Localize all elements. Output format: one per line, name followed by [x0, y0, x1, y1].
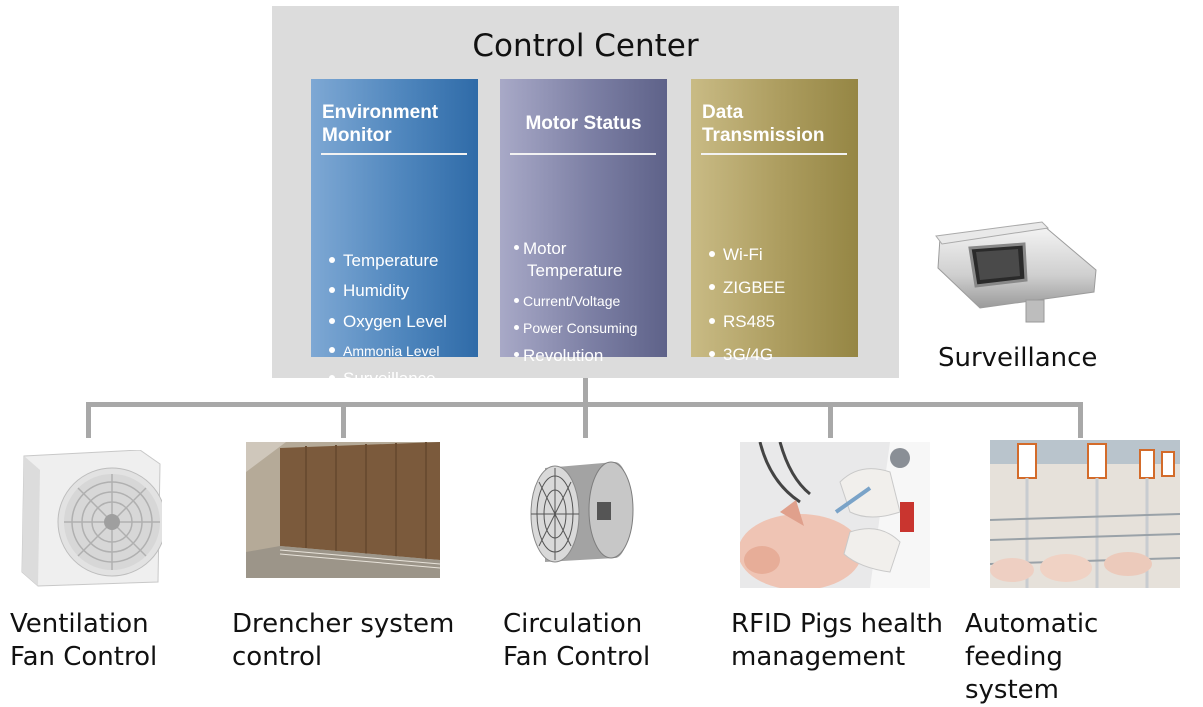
list-item: Temperature [329, 251, 438, 271]
list-item: Current/Voltage [514, 291, 620, 311]
list-item: Ammonia Level [329, 341, 440, 361]
bullet-icon [514, 324, 519, 330]
panel-title-line: Transmission [702, 125, 825, 146]
module-label-line: Circulation [503, 609, 643, 639]
panel-divider [510, 153, 656, 155]
connector-drop [1078, 402, 1083, 438]
list-item-label: Temperature [527, 261, 623, 280]
feeding-system-image [990, 440, 1180, 588]
security-camera-icon [932, 220, 1100, 332]
list-item: Oxygen Level [329, 312, 447, 332]
list-item: Humidity [329, 281, 409, 301]
list-item-label: Satellite [723, 378, 784, 397]
list-item-label: RS485 [723, 312, 775, 331]
connector-trunk [583, 378, 588, 404]
bullet-icon [329, 347, 335, 354]
list-item: Noise [514, 406, 566, 426]
list-item-label: Oxygen Level [343, 312, 447, 331]
list-item-label: Ammonia Level [343, 343, 440, 359]
module-label-line: system [965, 675, 1059, 705]
module-label-line: Fan Control [503, 642, 651, 672]
list-item: Surveillance [329, 369, 436, 389]
bullet-icon [709, 383, 715, 390]
list-item-label: Vibration [523, 376, 590, 395]
pig-vaccination-image [740, 442, 930, 588]
list-item: Power Consuming [514, 318, 637, 338]
bullet-icon [709, 283, 715, 290]
module-label-line: Drencher system [232, 609, 455, 639]
list-item-label: 3G/4G [723, 345, 774, 364]
bullet-icon [709, 250, 715, 257]
bullet-icon [514, 352, 519, 358]
connector-drop [583, 402, 588, 438]
panel-divider [701, 153, 847, 155]
list-item: Vibration [514, 376, 590, 396]
list-item-label: Temperature [343, 251, 439, 270]
list-item-label: Power Consuming [523, 320, 638, 336]
bullet-icon [709, 350, 715, 357]
list-item: Wi-Fi [709, 245, 763, 265]
circulation-fan-image [525, 460, 637, 564]
list-item: Satellite [709, 378, 783, 398]
list-item: Motor [514, 239, 566, 259]
module-label: Ventilation Fan Control [10, 608, 157, 674]
data-transmission-panel: Data Transmission Wi-Fi ZIGBEE RS485 3G/… [691, 79, 858, 397]
module-label: RFID Pigs health management [731, 608, 943, 674]
bullet-icon [329, 286, 335, 293]
control-center-box: Control Center Environment Monitor Tempe… [272, 6, 899, 425]
surveillance-label: Surveillance [938, 343, 1098, 373]
ventilation-fan-image [20, 450, 162, 588]
list-item: Revolution [514, 346, 603, 366]
list-item-label: ZIGBEE [723, 278, 786, 297]
motor-status-panel: Motor Status Motor Temperature Current/V… [500, 79, 667, 425]
bullet-icon [329, 374, 335, 381]
list-item-label: Noise [523, 406, 567, 425]
module-label-line: Automatic feeding [965, 609, 1099, 672]
bullet-icon [514, 297, 519, 303]
module-label: Drencher system control [232, 608, 454, 674]
environment-monitor-title: Environment Monitor [322, 101, 472, 147]
module-label-line: Ventilation [10, 609, 149, 639]
panel-divider [321, 153, 467, 155]
module-label-line: RFID Pigs health [731, 609, 943, 639]
list-item: ZIGBEE [709, 278, 785, 298]
bullet-icon [514, 382, 519, 388]
connector-drop [341, 402, 346, 438]
list-item-label: Surveillance [343, 369, 436, 388]
motor-status-title: Motor Status [525, 113, 642, 134]
module-label: Circulation Fan Control [503, 608, 650, 674]
list-item-label: Humidity [343, 281, 410, 300]
panel-title-line: Environment [322, 102, 439, 123]
panel-title-line: Data [702, 102, 744, 123]
list-item: Temperature [527, 261, 622, 281]
bullet-icon [514, 245, 519, 251]
module-label-line: management [731, 642, 906, 672]
panel-title-line: Monitor [322, 125, 392, 146]
connector-drop [828, 402, 833, 438]
bullet-icon [329, 256, 335, 263]
connector-drop [86, 402, 91, 438]
list-item: 3G/4G [709, 345, 773, 365]
list-item: RS485 [709, 312, 775, 332]
module-label: Automatic feeding system [965, 608, 1203, 707]
list-item-label: Current/Voltage [523, 293, 621, 309]
list-item-label: Revolution [523, 346, 604, 365]
list-item-label: Wi-Fi [723, 245, 763, 264]
drencher-pad-image [246, 442, 440, 578]
module-label-line: Fan Control [10, 642, 158, 672]
data-transmission-title: Data Transmission [702, 101, 852, 147]
module-label-line: control [232, 642, 323, 672]
bullet-icon [514, 412, 519, 418]
bullet-icon [709, 317, 715, 324]
environment-monitor-panel: Environment Monitor Temperature Humidity… [311, 79, 478, 388]
list-item-label: Motor [523, 239, 567, 258]
control-center-title: Control Center [472, 28, 699, 64]
bullet-icon [329, 317, 335, 324]
